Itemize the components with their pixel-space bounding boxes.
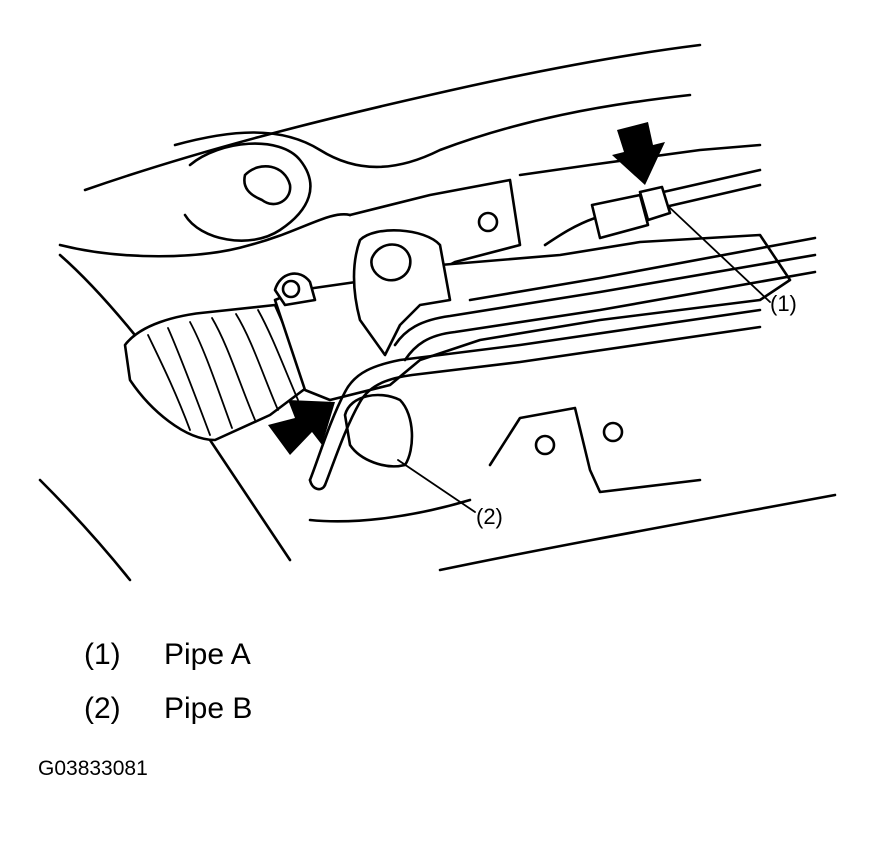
indicator-arrow-fitting [612, 122, 665, 185]
bracket-hole-left [534, 434, 556, 456]
pipe-b [308, 308, 762, 482]
line-drawing [38, 43, 837, 582]
floor-lower-curve [308, 498, 472, 523]
legend-number: (2) [84, 692, 121, 725]
lower-bracket [488, 406, 702, 494]
bracket-hole-right [602, 421, 624, 443]
legend-item-pipe-a: (1) Pipe A [84, 638, 251, 672]
mounting-ear [273, 272, 317, 307]
callout-label-1: (1) [770, 291, 797, 316]
lower-flange [343, 393, 414, 468]
body-panel-top-edge [83, 43, 702, 192]
clamp-bolt [370, 243, 412, 282]
body-recess [183, 142, 312, 242]
leader-line-2 [397, 459, 476, 513]
brake-line-upper [648, 168, 762, 197]
bolt-top-left [243, 165, 292, 206]
pipe-fitting [590, 193, 650, 240]
legend-label: Pipe B [164, 692, 253, 725]
steering-gear-illustration: (1) (2) [38, 43, 837, 582]
figure-id: G03833081 [38, 757, 148, 780]
callout-label-2: (2) [476, 504, 503, 529]
body-left-edge [58, 212, 352, 258]
legend-number: (1) [84, 638, 121, 671]
floor-bottom-edge [438, 493, 837, 572]
steering-boot [123, 303, 312, 442]
leader-line-1 [667, 205, 771, 303]
floor-left-outer [38, 478, 132, 582]
pipe-a [393, 253, 817, 347]
body-panel-upper-contour [173, 93, 692, 169]
mounting-clamp [352, 229, 452, 357]
legend-item-pipe-b: (2) Pipe B [84, 692, 252, 726]
plate-hole-upper [477, 211, 499, 233]
legend-label: Pipe A [164, 638, 251, 671]
indicator-arrow-pipe-b [268, 400, 335, 455]
mounting-ear-hole [281, 279, 301, 299]
pipe-fitting-nut [638, 185, 672, 222]
